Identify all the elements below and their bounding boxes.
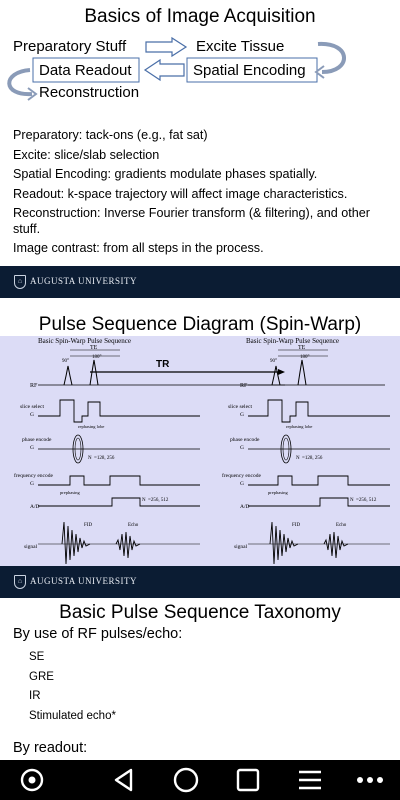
svg-text:TE: TE [298,345,306,351]
university-crest-icon: ⌂ [14,275,26,289]
svg-text:RF: RF [30,383,38,389]
recents-icon [236,768,260,792]
svg-text:phase encode: phase encode [22,437,52,443]
slide-subtitle-readout: By readout: [13,740,88,756]
svg-text:rephasing lobe: rephasing lobe [286,424,312,429]
list-item: SE [29,651,45,663]
svg-text:=256, 512: =256, 512 [356,498,377,503]
svg-text:slice select: slice select [20,404,44,410]
slide-pulse-sequence-diagram: Pulse Sequence Diagram (Spin-Warp) Basic… [0,298,400,598]
bullet-item: Excite: slice/slab selection [13,147,160,162]
flow-readout: Data Readout [39,62,132,79]
university-name: AUGUSTA UNIVERSITY [30,276,138,286]
svg-text:rephasing lobe: rephasing lobe [78,424,104,429]
menu-icon [299,770,321,790]
back-button[interactable] [100,760,148,800]
svg-text:N: N [350,498,354,503]
slide-pulse-sequence-taxonomy: Basic Pulse Sequence Taxonomy By use of … [0,598,400,760]
more-button[interactable] [346,760,394,800]
svg-text:G: G [30,481,34,487]
svg-text:slice select: slice select [228,404,252,410]
bullet-item: Preparatory: tack-ons (e.g., fat sat) [13,128,208,142]
panel-title-right: Basic Spin-Warp Pulse Sequence [246,337,339,345]
slide-title: Pulse Sequence Diagram (Spin-Warp) [38,314,362,335]
svg-text:TE: TE [90,345,98,351]
bullet-item: Readout: k-space trajectory will affect … [13,187,348,202]
flow-spatial: Spatial Encoding [193,62,306,79]
bullet-item: Spatial Encoding: gradients modulate pha… [13,167,318,182]
svg-text:frequency encode: frequency encode [14,472,53,479]
taxonomy-list: SE GRE IR Stimulated echo* [29,648,116,726]
bullet-item: Reconstruction: Inverse Fourier transfor… [13,205,370,236]
back-icon [114,768,133,792]
svg-text:phase encode: phase encode [230,437,260,443]
svg-text:FID: FID [84,523,92,528]
panel-title-left: Basic Spin-Warp Pulse Sequence [38,337,131,345]
svg-text:G: G [240,445,244,451]
more-icon [357,777,383,783]
flow-recon: Reconstruction [39,84,140,101]
diagram-graphic: Basic Spin-Warp Pulse Sequence Basic Spi… [14,337,390,565]
arrow-left-icon [143,58,185,82]
svg-text:=128, 256: =128, 256 [302,456,323,461]
university-name: AUGUSTA UNIVERSITY [30,576,138,586]
svg-text:FID: FID [292,523,300,528]
arrow-right-icon [145,36,188,58]
list-item: GRE [29,670,54,683]
list-item: IR [29,690,41,702]
svg-text:180°: 180° [300,355,310,360]
pulse-sequence-diagram: Basic Spin-Warp Pulse Sequence Basic Spi… [0,336,400,572]
slide-subtitle: By use of RF pulses/echo: [13,626,183,642]
left-panel: TE RF 90° 180° slice select G rephasing … [14,345,285,565]
list-item: Stimulated echo* [29,709,116,722]
flow-preparatory: Preparatory Stuff [13,38,127,55]
university-crest-icon: ⌂ [14,575,26,589]
svg-text:90°: 90° [62,359,69,364]
svg-text:frequency encode: frequency encode [222,472,261,479]
svg-text:N: N [142,498,146,503]
svg-text:G: G [30,445,34,451]
flow-excite: Excite Tissue [196,38,285,55]
bullet-list: Preparatory: tack-ons (e.g., fat sat) Ex… [13,126,393,259]
svg-text:G: G [240,412,244,418]
svg-text:A/D: A/D [30,504,40,510]
svg-text:=128, 256: =128, 256 [94,456,115,461]
svg-text:signal: signal [234,544,248,550]
home-button[interactable] [162,760,210,800]
slide-basics-of-image-acquisition: Basics of Image Acquisition Preparatory … [0,0,400,298]
home-icon [173,767,199,793]
slide-title: Basics of Image Acquisition [84,6,316,27]
university-banner: ⌂ AUGUSTA UNIVERSITY [0,566,400,598]
svg-text:Echo: Echo [336,523,347,528]
svg-text:N: N [296,456,300,461]
svg-text:90°: 90° [270,359,277,364]
bullet-item: Image contrast: from all steps in the pr… [13,240,264,255]
navigation-bar [0,760,400,800]
flow-arrows [7,36,346,101]
svg-text:A/D: A/D [240,504,250,510]
svg-text:Echo: Echo [128,523,139,528]
svg-text:signal: signal [24,544,38,550]
svg-text:=256, 512: =256, 512 [148,498,169,503]
svg-text:G: G [30,412,34,418]
slide-title: Basic Pulse Sequence Taxonomy [59,602,341,623]
tr-label: TR [156,359,170,370]
menu-button[interactable] [286,760,334,800]
camera-icon [20,768,44,792]
svg-text:prephasing: prephasing [268,490,288,495]
camera-button[interactable] [8,760,56,800]
document-viewer[interactable]: Basics of Image Acquisition Preparatory … [0,0,400,760]
svg-text:G: G [240,481,244,487]
svg-text:RF: RF [240,383,248,389]
right-panel: TE RF 90° 180° slice select G rephasing … [222,345,390,565]
svg-text:N: N [88,456,92,461]
university-banner: ⌂ AUGUSTA UNIVERSITY [0,266,400,298]
svg-text:180°: 180° [92,355,102,360]
svg-text:prephasing: prephasing [60,490,80,495]
recents-button[interactable] [224,760,272,800]
